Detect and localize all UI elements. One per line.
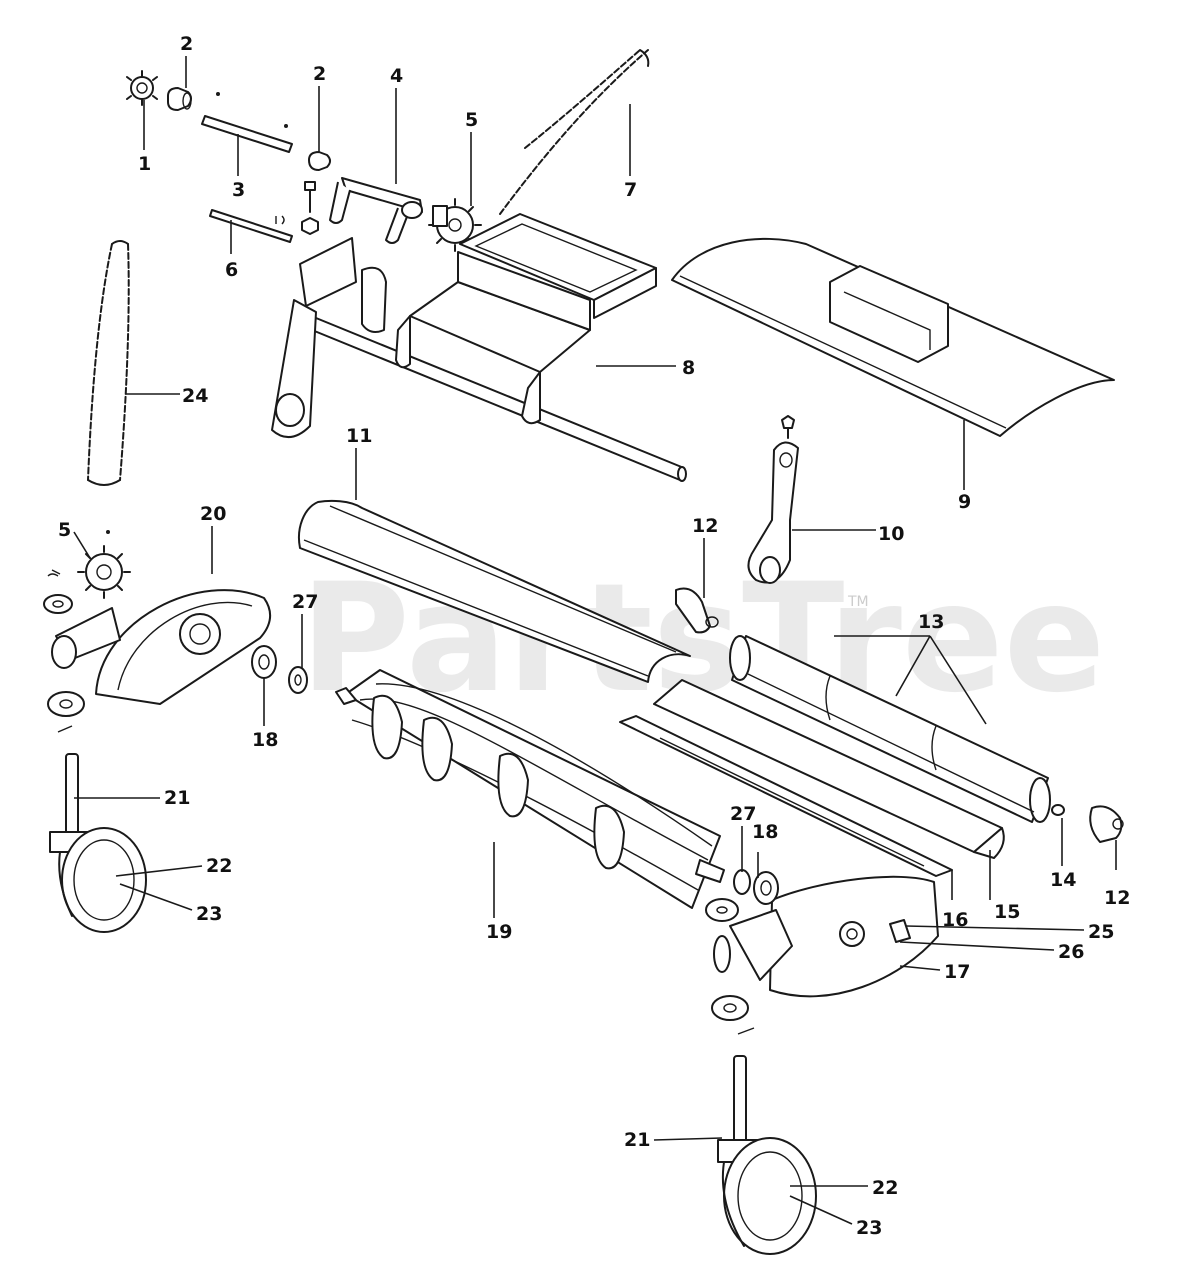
callout-27-right: 27 [730, 803, 756, 825]
callout-4: 4 [390, 65, 403, 87]
callout-19: 19 [486, 921, 512, 943]
part-washer-27-left [288, 666, 308, 694]
callout-labels: 1 2 2 3 4 5 5 6 7 8 9 10 11 12 12 13 14 … [58, 33, 1130, 1239]
callout-8: 8 [682, 357, 695, 379]
callout-17: 17 [944, 961, 970, 983]
callout-20: 20 [200, 503, 226, 525]
part-caster-left [49, 753, 147, 933]
callout-16: 16 [942, 909, 968, 931]
part-shield [671, 237, 1115, 437]
part-sprocket-top [428, 198, 482, 252]
callout-6: 6 [225, 259, 238, 281]
part-side-plate-right [729, 875, 939, 998]
callout-22-right: 22 [872, 1177, 898, 1199]
callout-5-left: 5 [58, 519, 71, 541]
callout-23-right: 23 [856, 1217, 882, 1239]
part-bearing-left [251, 645, 277, 679]
callout-2-lower: 2 [313, 63, 326, 85]
callout-22-left: 22 [206, 855, 232, 877]
callout-12-upper: 12 [692, 515, 718, 537]
part-bushing-upper [167, 87, 192, 111]
part-caster-right [717, 1055, 817, 1255]
callout-18-left: 18 [252, 729, 278, 751]
callout-13: 13 [918, 611, 944, 633]
part-bolt-nut [301, 181, 319, 235]
part-arm [747, 415, 799, 584]
part-cover-long [298, 499, 691, 683]
watermark-trademark: TM [847, 594, 869, 610]
callout-21-right: 21 [624, 1129, 650, 1151]
callout-24: 24 [182, 385, 208, 407]
part-roller-shaft-end [1051, 804, 1065, 816]
part-shaft-short [201, 92, 293, 153]
part-chain-left [87, 240, 130, 486]
part-frame-assembly [271, 213, 687, 482]
callout-5-top: 5 [465, 109, 478, 131]
callout-10: 10 [878, 523, 904, 545]
callout-25: 25 [1088, 921, 1114, 943]
callout-21-left: 21 [164, 787, 190, 809]
part-lever-bracket [329, 177, 423, 244]
callout-11: 11 [346, 425, 372, 447]
leader-lines [73, 56, 1117, 1225]
callout-7: 7 [624, 179, 637, 201]
part-sprocket-small [126, 70, 158, 106]
part-reel [335, 669, 725, 909]
callout-15: 15 [994, 901, 1020, 923]
part-clip-upper [675, 587, 719, 634]
part-washers-right [705, 898, 755, 1035]
callout-27-left: 27 [292, 591, 318, 613]
part-chain-upper [499, 49, 650, 215]
part-clip-right [1089, 805, 1124, 843]
part-bed-bar [653, 679, 1005, 859]
callout-9: 9 [958, 491, 971, 513]
part-roller [729, 635, 1051, 823]
part-rod [209, 209, 293, 243]
part-bearing-washer-right [733, 869, 779, 905]
callout-18-right: 18 [752, 821, 778, 843]
part-bushing-lower [308, 151, 331, 171]
callout-12-right: 12 [1104, 887, 1130, 909]
part-side-plate-left [51, 589, 271, 705]
callout-1: 1 [138, 153, 151, 175]
callout-14: 14 [1050, 869, 1076, 891]
callout-3: 3 [232, 179, 245, 201]
callout-26: 26 [1058, 941, 1084, 963]
callout-2-upper: 2 [180, 33, 193, 55]
part-washers-left [43, 594, 85, 733]
callout-23-left: 23 [196, 903, 222, 925]
part-sprocket-left [47, 530, 131, 599]
